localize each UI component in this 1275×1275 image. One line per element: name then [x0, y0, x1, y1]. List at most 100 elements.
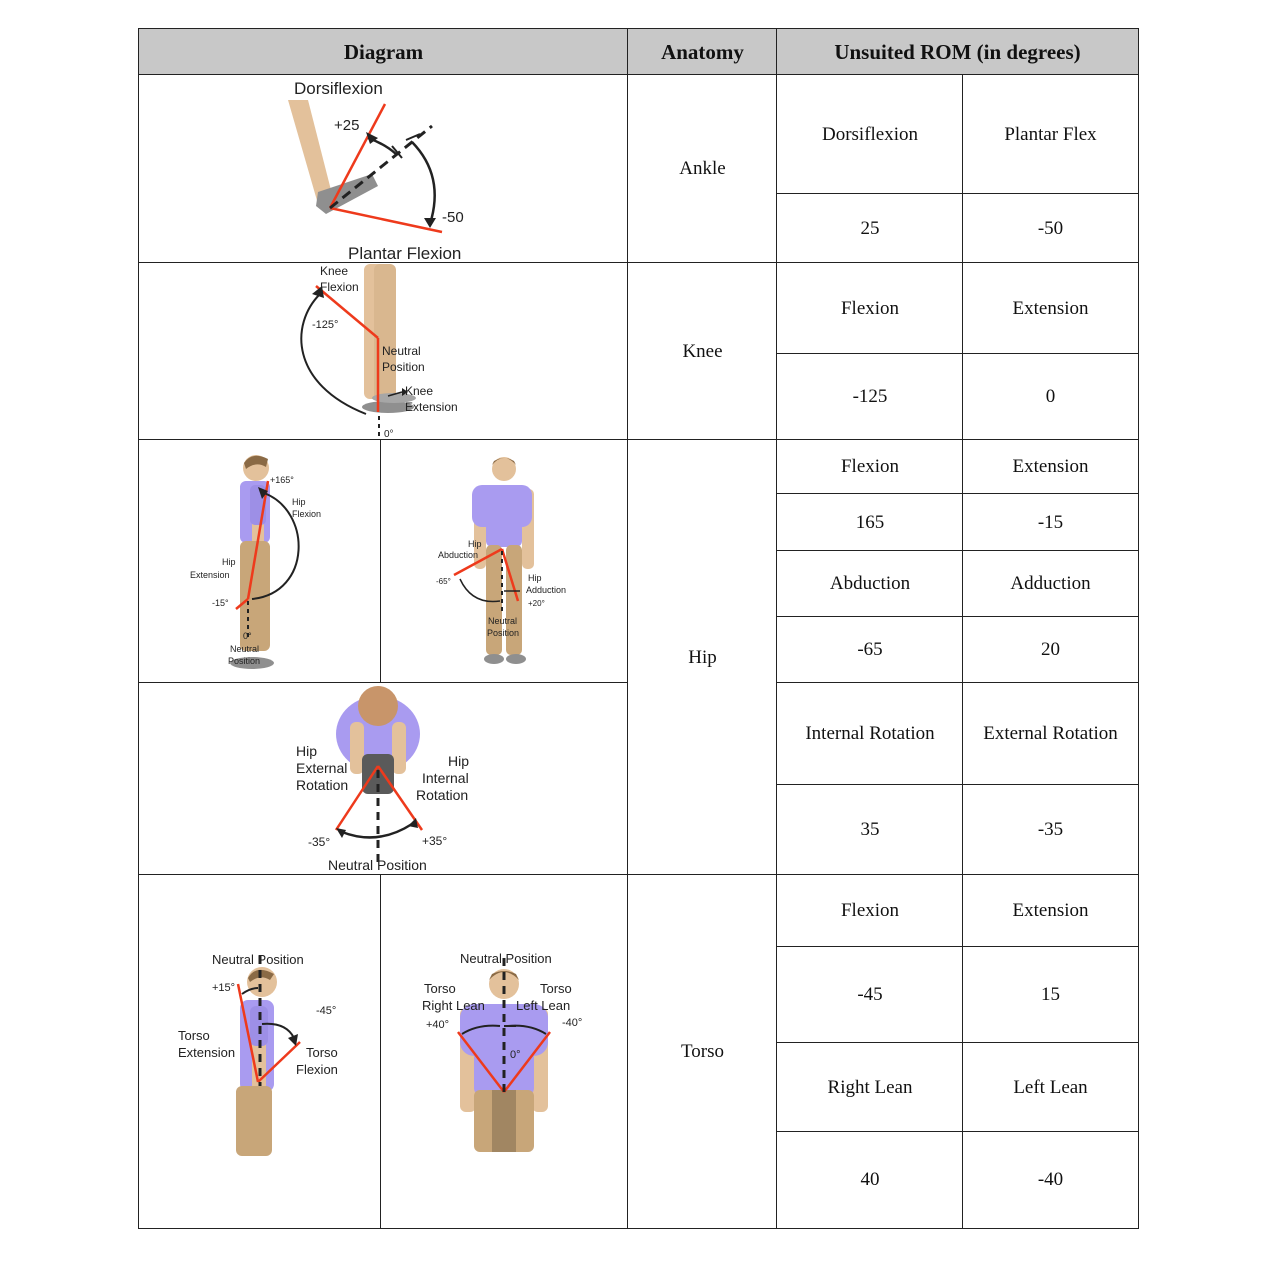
hip-rot-ext-line: [334, 765, 380, 831]
torso-front-minus: -40°: [562, 1017, 582, 1029]
knee-flex-1: Knee: [320, 264, 348, 278]
header-diagram: Diagram: [138, 28, 629, 76]
torso-side-flex-line: [257, 1041, 301, 1083]
hip-front-neutral-1: Neutral: [488, 616, 517, 626]
torso-front-head: [489, 969, 519, 999]
knee-foot-2: [372, 393, 416, 403]
knee-diagram: Knee Flexion -125° Neutral Position Knee…: [300, 264, 458, 439]
hip-front-abd-2: Abduction: [438, 550, 478, 560]
hip-rot-neutral: Neutral Position: [328, 857, 427, 873]
shin-shape: [288, 100, 332, 204]
hip-side-legs: [240, 541, 270, 651]
ankle-label-2: Plantar Flex: [962, 74, 1139, 195]
knee-value-1: -125: [776, 353, 964, 441]
ankle-value-2: -50: [962, 193, 1139, 264]
torso-side-ext-line: [236, 983, 260, 1083]
torso-side-flex-arc: [261, 1022, 295, 1039]
hip-side-ext-2: Extension: [190, 570, 230, 580]
knee-value-2: 0: [962, 353, 1139, 441]
hip-rot-arrow-left: [336, 828, 346, 838]
torso-value-right-lean: 40: [776, 1131, 964, 1229]
hip-front-neutral-2: Position: [487, 628, 519, 638]
hip-side-flex-2: Flexion: [292, 509, 321, 519]
torso-side-flex-1: Torso: [306, 1045, 338, 1060]
hip-value-adduction: 20: [962, 616, 1139, 684]
torso-side-ext-2: Extension: [178, 1045, 235, 1060]
torso-side-legs: [236, 1086, 272, 1156]
hip-side-arc: [251, 492, 300, 600]
hip-side-neutral-1: Neutral: [230, 644, 259, 654]
torso-front-leg-shadow: [492, 1090, 516, 1152]
anatomy-torso: Torso: [627, 874, 778, 1229]
torso-front-left-line: [503, 1031, 551, 1093]
hip-label-adduction: Adduction: [962, 550, 1139, 618]
ankle-label-1: Dorsiflexion: [776, 74, 964, 195]
knee-ext-arrowhead: [402, 388, 408, 396]
hip-rot-plus: +35°: [422, 834, 447, 848]
hip-side-plus: +165°: [270, 475, 294, 485]
hip-value-flexion: 165: [776, 493, 964, 552]
hip-rot-int-1: Hip: [448, 753, 469, 769]
knee-ext-2: Extension: [405, 400, 458, 414]
knee-flexion-line: [315, 285, 379, 339]
hip-side-flex-1: Hip: [292, 497, 306, 507]
hip-front-leg-right: [506, 545, 522, 655]
knee-neutral-2: Position: [382, 360, 425, 374]
hip-front-hair: [492, 458, 516, 465]
hip-rot-int-line: [376, 765, 424, 831]
anatomy-hip: Hip: [627, 439, 778, 876]
torso-side-ext-1: Torso: [178, 1028, 210, 1043]
torso-value-flexion: -45: [776, 946, 964, 1044]
dorsiflexion-line: [328, 103, 387, 209]
knee-label-2: Extension: [962, 262, 1139, 355]
hip-front-arc: [459, 578, 501, 603]
hip-label-internal-rotation: Internal Rotation: [776, 682, 964, 786]
ankle-bottom-label: Plantar Flexion: [348, 244, 461, 262]
hip-rot-int-2: Internal: [422, 770, 469, 786]
hip-side-zero: 0°: [243, 631, 252, 641]
anatomy-ankle: Ankle: [627, 74, 778, 264]
hip-rot-arrow-right: [408, 818, 418, 828]
torso-label-right-lean: Right Lean: [776, 1042, 964, 1133]
torso-value-extension: 15: [962, 946, 1139, 1044]
hip-rot-int-3: Rotation: [416, 787, 468, 803]
torso-front-neutral: Neutral Position: [460, 951, 552, 966]
hip-front-add-line: [500, 548, 520, 602]
knee-ext-arrow: [387, 391, 403, 397]
hip-rot-arc: [341, 822, 413, 839]
torso-label-extension: Extension: [962, 874, 1139, 948]
dorsi-tick: [391, 145, 403, 159]
knee-arc-arrow: [312, 286, 324, 298]
hip-rot-minus: -35°: [308, 835, 330, 849]
hip-front-head: [492, 457, 516, 481]
knee-label-1: Flexion: [776, 262, 964, 355]
hip-value-external-rotation: -35: [962, 784, 1139, 876]
hip-front-abd-line: [453, 547, 503, 577]
plantar-arrowhead: [424, 218, 436, 228]
knee-arc: [300, 293, 367, 415]
torso-side-flex-arrow: [288, 1034, 298, 1046]
knee-ext-1: Knee: [405, 384, 433, 398]
torso-value-left-lean: -40: [962, 1131, 1139, 1229]
torso-front-right-line: [457, 1031, 505, 1093]
knee-neutral-1: Neutral: [382, 344, 421, 358]
torso-side-diagram: Neutral Position +15° -45° Torso Extensi…: [178, 952, 338, 1156]
torso-front-legs: [474, 1090, 534, 1152]
knee-foot-1: [362, 401, 414, 413]
hip-side-ext-1: Hip: [222, 557, 236, 567]
hip-front-leg-left: [486, 545, 502, 655]
hip-front-foot-right: [506, 654, 526, 664]
hip-value-abduction: -65: [776, 616, 964, 684]
hip-side-ext-line: [235, 598, 249, 610]
torso-side-minus: -45°: [316, 1005, 336, 1017]
hip-rot-ext-3: Rotation: [296, 777, 348, 793]
torso-label-left-lean: Left Lean: [962, 1042, 1139, 1133]
hip-front-foot-left: [484, 654, 504, 664]
dorsi-arrowhead: [366, 132, 378, 144]
hip-rot-head: [358, 686, 398, 726]
knee-leg-front: [374, 264, 396, 402]
torso-front-right-1: Torso: [424, 981, 456, 996]
ankle-minus: -50: [442, 209, 464, 226]
hip-front-add-1: Hip: [528, 573, 542, 583]
torso-front-left-2: Left Lean: [516, 998, 570, 1013]
